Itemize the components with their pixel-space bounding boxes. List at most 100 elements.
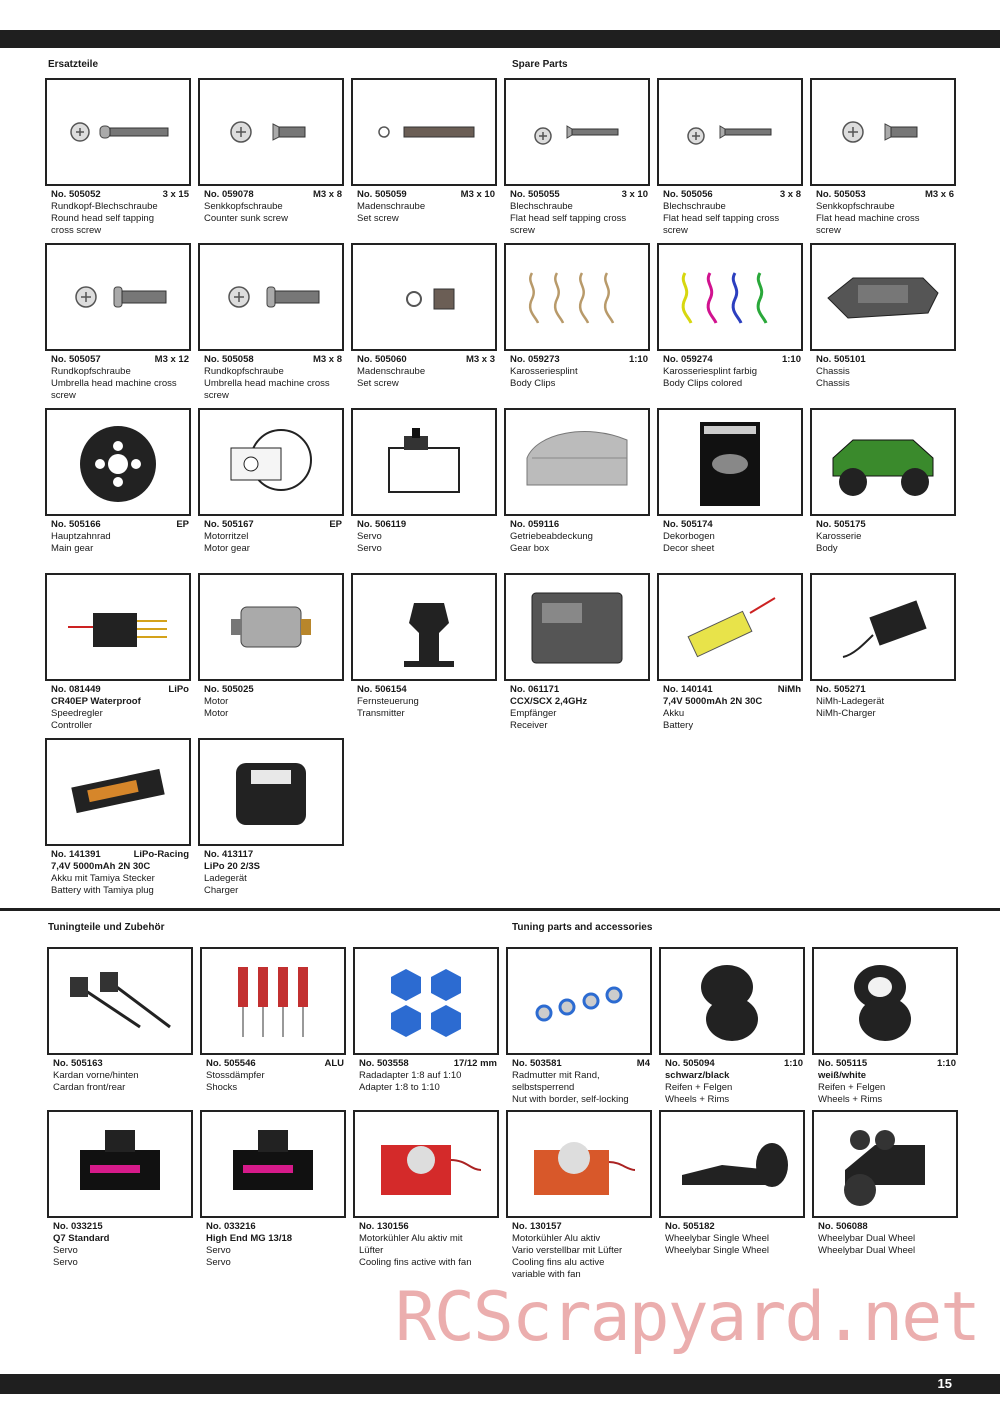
lipo-battery-icon — [71, 768, 165, 814]
part-description: screw — [663, 225, 688, 236]
part-number: No. 505057 — [51, 354, 101, 365]
part-image — [506, 1110, 652, 1218]
part-description: Rundkopf-Blechschraube — [51, 201, 158, 212]
part-description: Set screw — [357, 213, 399, 224]
part-description: Adapter 1:8 to 1:10 — [359, 1082, 440, 1093]
part-image — [351, 408, 497, 516]
part-number: No. 059273 — [510, 354, 560, 365]
part-description: Blechschraube — [663, 201, 726, 212]
part-description: 7,4V 5000mAh 2N 30C — [663, 696, 763, 707]
countersunk-screw-icon — [842, 121, 918, 143]
part-description: Motorkühler Alu aktiv mit — [359, 1233, 463, 1244]
part-description: Servo — [206, 1245, 231, 1256]
part-description: Flat head self tapping cross — [510, 213, 627, 224]
part-image — [659, 947, 805, 1055]
part-number-line: No. 505182 — [665, 1221, 803, 1233]
part-description: Body Clips — [510, 378, 556, 389]
part-number: No. 505025 — [204, 684, 254, 695]
part-number-line: No. 059116 — [510, 519, 648, 531]
part-description: Servo — [53, 1245, 78, 1256]
part-image — [198, 408, 344, 516]
part-image — [198, 738, 344, 846]
part-description: Akku — [663, 708, 685, 719]
part-number: No. 503581 — [512, 1058, 562, 1069]
part-number-line: No. 061171 — [510, 684, 648, 696]
cardan-shaft-icon — [70, 972, 171, 1029]
part-number: No. 059116 — [510, 519, 560, 530]
part-description: Decor sheet — [663, 543, 715, 554]
section-heading-de: Ersatzteile — [48, 59, 99, 70]
part-image — [351, 78, 497, 186]
gearbox-cover-icon — [526, 431, 628, 486]
part-description: Lüfter — [359, 1245, 384, 1256]
part-description: Wheels + Rims — [818, 1094, 883, 1105]
part-description: Body Clips colored — [663, 378, 743, 389]
part-description: Senkkopfschraube — [204, 201, 283, 212]
part-description: Wheelybar Single Wheel — [665, 1233, 770, 1244]
part-image — [810, 573, 956, 681]
part-number: No. 505163 — [53, 1058, 103, 1069]
part-number-line: No. 506088 — [818, 1221, 956, 1233]
part-spec: M3 x 10 — [460, 189, 495, 200]
part-description: selbstsperrend — [512, 1082, 575, 1093]
part-description: Wheels + Rims — [665, 1094, 730, 1105]
part-number: No. 503558 — [359, 1058, 409, 1069]
part-image — [200, 947, 346, 1055]
part-description: Charger — [204, 885, 239, 896]
part-spec: 1:10 — [936, 1058, 956, 1069]
part-image — [45, 408, 191, 516]
part-description: Set screw — [357, 378, 399, 389]
part-description: Umbrella head machine cross — [51, 378, 177, 389]
part-description: Stossdämpfer — [206, 1070, 265, 1081]
part-description: Q7 Standard — [53, 1233, 110, 1244]
part-spec: 1:10 — [628, 354, 648, 365]
part-image — [659, 1110, 805, 1218]
part-description: Servo — [357, 531, 382, 542]
tuning-heading-de: Tuningteile und Zubehör — [48, 922, 165, 933]
part-description: screw — [510, 225, 535, 236]
part-image — [810, 243, 956, 351]
part-description: Madenschraube — [357, 366, 426, 377]
part-image — [812, 1110, 958, 1218]
pinion-gear-icon — [230, 429, 312, 491]
part-number: No. 506119 — [357, 519, 407, 530]
flat-head-screw-icon — [534, 125, 619, 145]
part-image — [810, 408, 956, 516]
part-number: No. 130157 — [512, 1221, 562, 1232]
short-set-screw-icon — [406, 288, 455, 310]
part-image — [353, 1110, 499, 1218]
part-image — [657, 78, 803, 186]
machine-screw-icon — [75, 286, 167, 308]
part-number: No. 505115 — [818, 1058, 868, 1069]
part-spec: 3 x 10 — [621, 189, 648, 200]
part-image — [200, 1110, 346, 1218]
part-description: Receiver — [510, 720, 548, 731]
part-description: Blechschraube — [510, 201, 573, 212]
part-number: No. 033216 — [206, 1221, 256, 1232]
part-number: No. 413117 — [204, 849, 254, 860]
main-gear-icon — [80, 426, 156, 502]
lipo-charger-icon — [236, 763, 306, 825]
